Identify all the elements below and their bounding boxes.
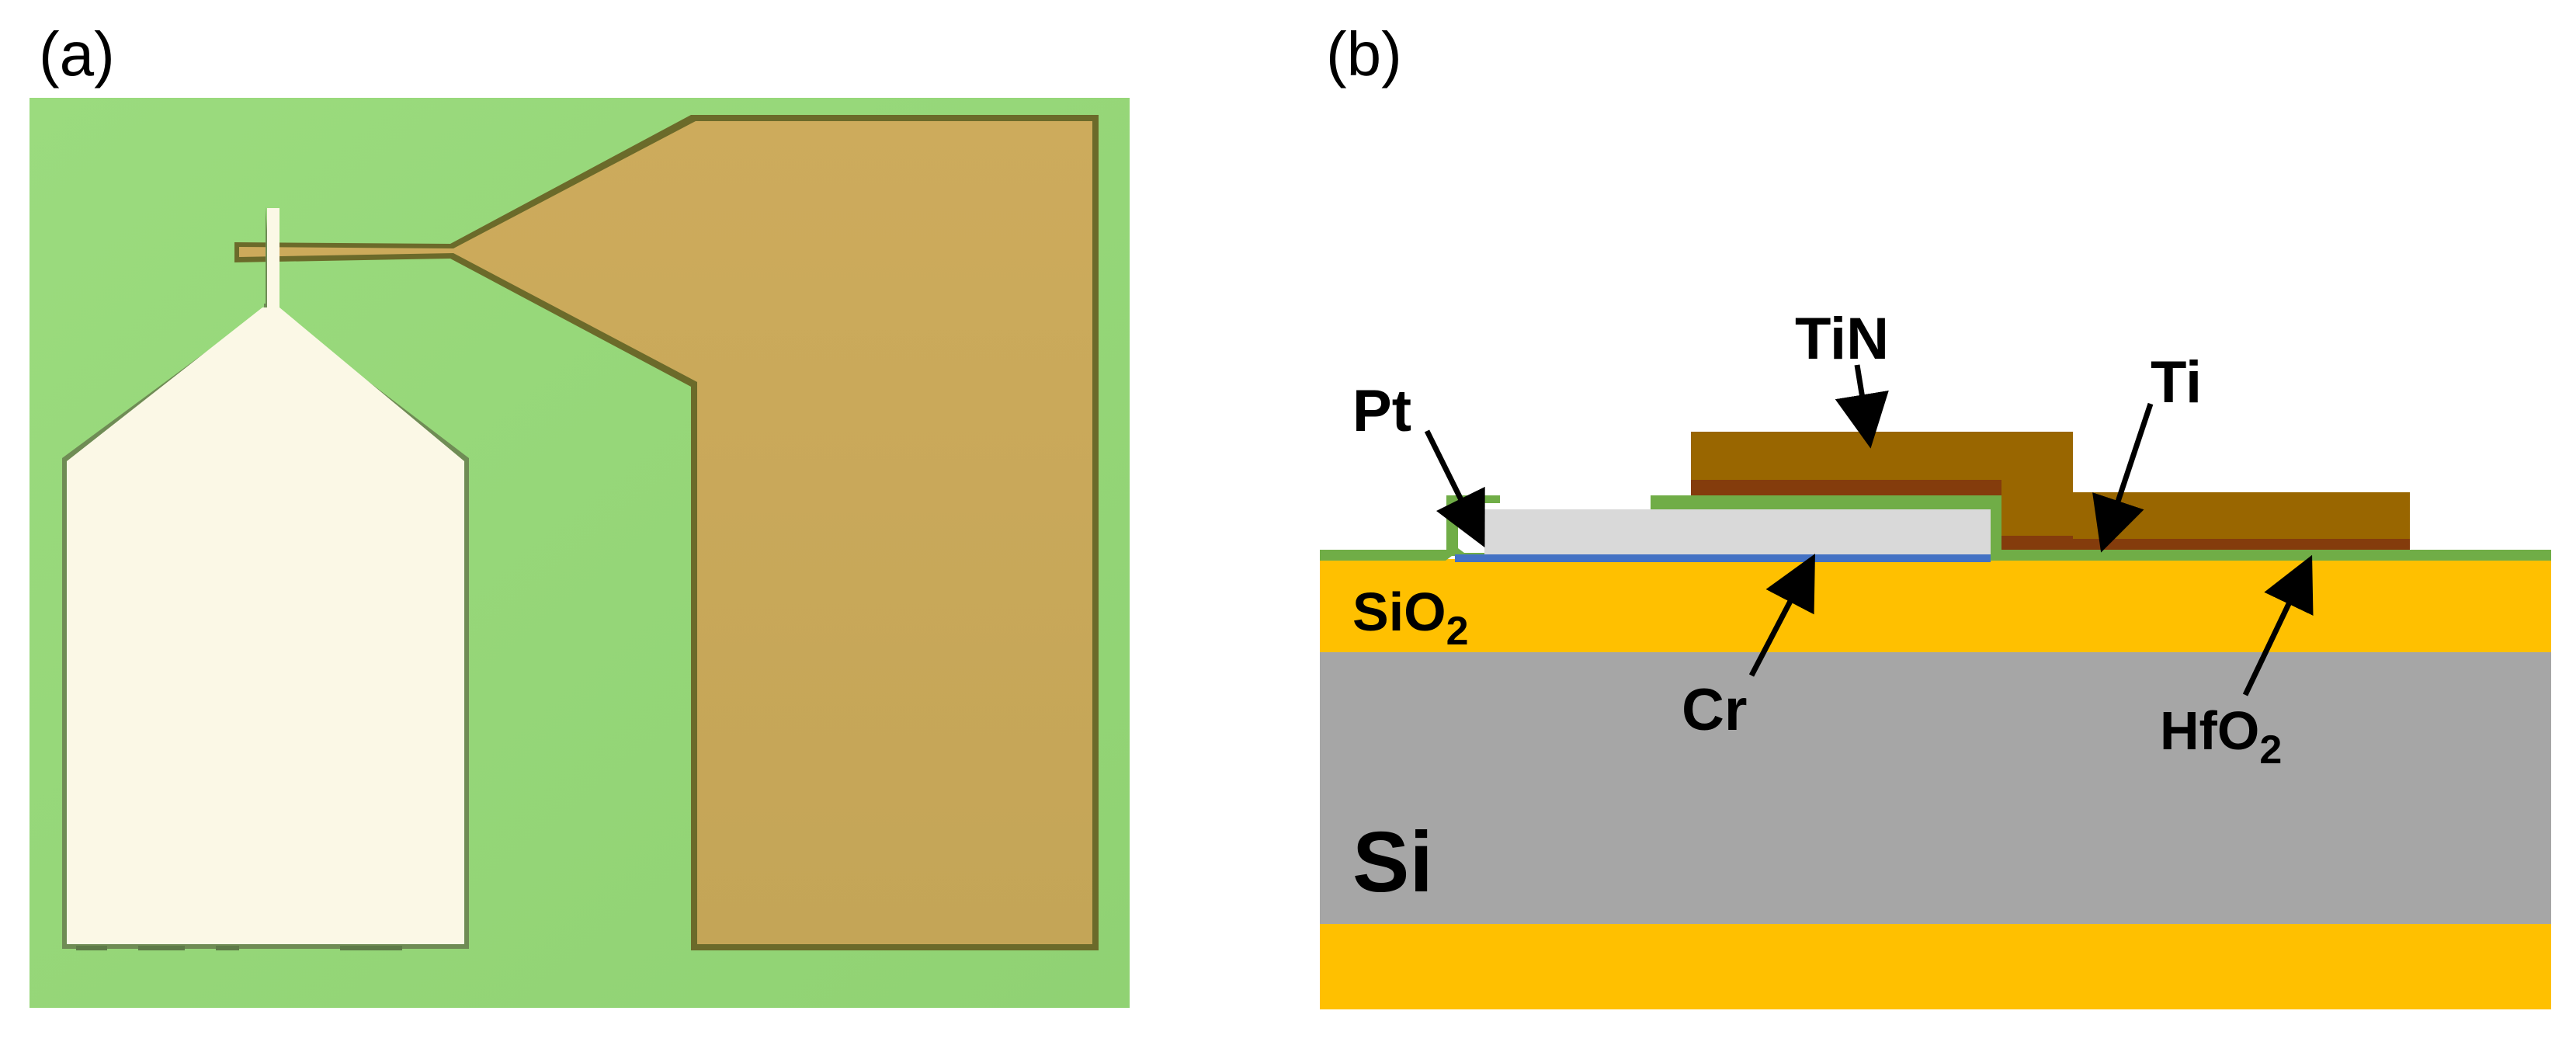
pad-edge-mark: [340, 946, 402, 950]
hfo2-arrow: [2242, 554, 2314, 696]
hfo2-label: HfO2: [2160, 700, 2282, 773]
sio2-label-base: SiO: [1352, 582, 1446, 642]
tin-right-block: [2073, 492, 2410, 539]
sio2-label: SiO2: [1352, 582, 1469, 654]
pad-edge-mark: [76, 946, 107, 950]
tin-label: TiN: [1795, 306, 1889, 372]
hfo2-label-base: HfO: [2160, 700, 2259, 761]
panel-b-label: (b): [1326, 19, 1402, 89]
pt-label: Pt: [1352, 378, 1411, 444]
hfo2-cap: [1651, 495, 2001, 509]
hfo2-label-subscript: 2: [2259, 728, 2282, 773]
pad-edge-mark: [216, 946, 239, 950]
panel-a-label: (a): [39, 19, 115, 89]
cr-arrow: [1748, 554, 1815, 677]
cr-layer: [1455, 554, 1991, 562]
right-electrode-pad: [239, 121, 1092, 944]
si-substrate-layer: [1320, 652, 2551, 924]
cr-label: Cr: [1682, 677, 1747, 743]
sio2-label-subscript: 2: [1446, 609, 1469, 654]
si-label: Si: [1352, 814, 1433, 910]
ti-arrow: [2092, 402, 2154, 553]
top-sio2-layer: [1320, 559, 2551, 652]
ti-label: Ti: [2151, 349, 2202, 415]
tin-arrow: [1835, 364, 1889, 449]
micrograph-panel: [30, 98, 1130, 1008]
bottom-sio2-layer: [1320, 924, 2551, 1009]
pad-edge-mark: [138, 946, 185, 950]
pt-arrow: [1424, 429, 1485, 548]
hfo2-sidewall: [1988, 497, 2001, 561]
pt-layer: [1484, 509, 1991, 554]
left-electrode-pad-fill: [67, 208, 464, 944]
